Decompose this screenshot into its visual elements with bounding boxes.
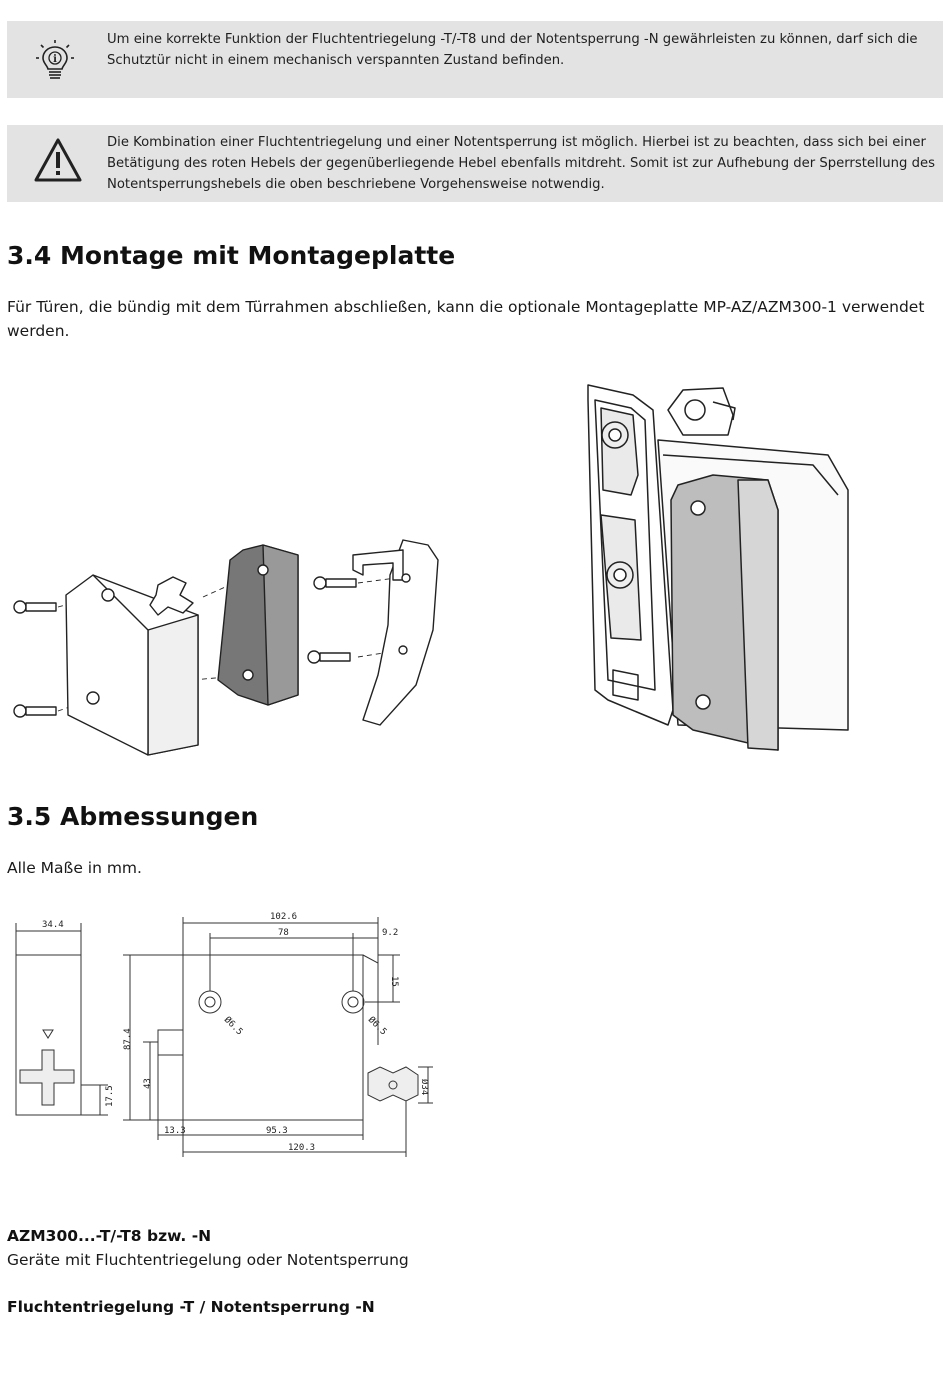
screw-icon <box>13 704 57 718</box>
dimension-drawing: 34.4 17.5 102.6 78 9.2 15 Ø6.5 Ø6.5 87.4… <box>8 905 440 1164</box>
dim-overall-width: 120.3 <box>288 1143 315 1153</box>
section-34-title: 3.4 Montage mit Montageplatte <box>7 241 456 270</box>
variant-title: AZM300...-T/-T8 bzw. -N <box>7 1227 212 1245</box>
variant-heading: Fluchtentriegelung -T / Notentsperrung -… <box>7 1298 375 1316</box>
dim-height: 87.4 <box>123 1028 133 1050</box>
dim-hole-offset-right: 9.2 <box>382 928 398 938</box>
section-35-title: 3.5 Abmessungen <box>7 802 259 831</box>
warning-notice: Die Kombination einer Fluchtentriegelung… <box>7 125 943 202</box>
dim-base-left: 13.3 <box>164 1126 186 1136</box>
dim-base-width: 95.3 <box>266 1126 288 1136</box>
info-notice: i Um eine korrekte Funktion der Fluchten… <box>7 21 943 98</box>
warning-notice-text: Die Kombination einer Fluchtentriegelung… <box>107 135 935 192</box>
svg-text:i: i <box>53 54 57 65</box>
section-35-body: Alle Maße in mm. <box>7 859 142 877</box>
dim-knob-dia: Ø34 <box>419 1079 430 1095</box>
warning-triangle-icon <box>33 137 83 187</box>
lightbulb-info-icon: i <box>35 39 75 87</box>
dim-hole-dia-right: Ø6.5 <box>366 1014 389 1037</box>
info-notice-text: Um eine korrekte Funktion der Fluchtentr… <box>107 32 918 68</box>
assembly-exploded-figure <box>8 535 448 769</box>
variant-subtitle: Geräte mit Fluchtentriegelung oder Noten… <box>7 1251 409 1269</box>
dim-side-width: 34.4 <box>42 920 64 930</box>
assembly-mounted-figure <box>583 380 853 764</box>
dim-hole-offset-top: 15 <box>389 976 399 987</box>
dim-total-width: 102.6 <box>270 912 297 922</box>
screw-icon <box>13 600 57 614</box>
section-34-body: Für Türen, die bündig mit dem Türrahmen … <box>7 298 925 340</box>
dim-hole-spacing: 78 <box>278 928 289 938</box>
dim-side-height: 17.5 <box>105 1085 115 1107</box>
dim-axis-height: 43 <box>143 1078 153 1089</box>
